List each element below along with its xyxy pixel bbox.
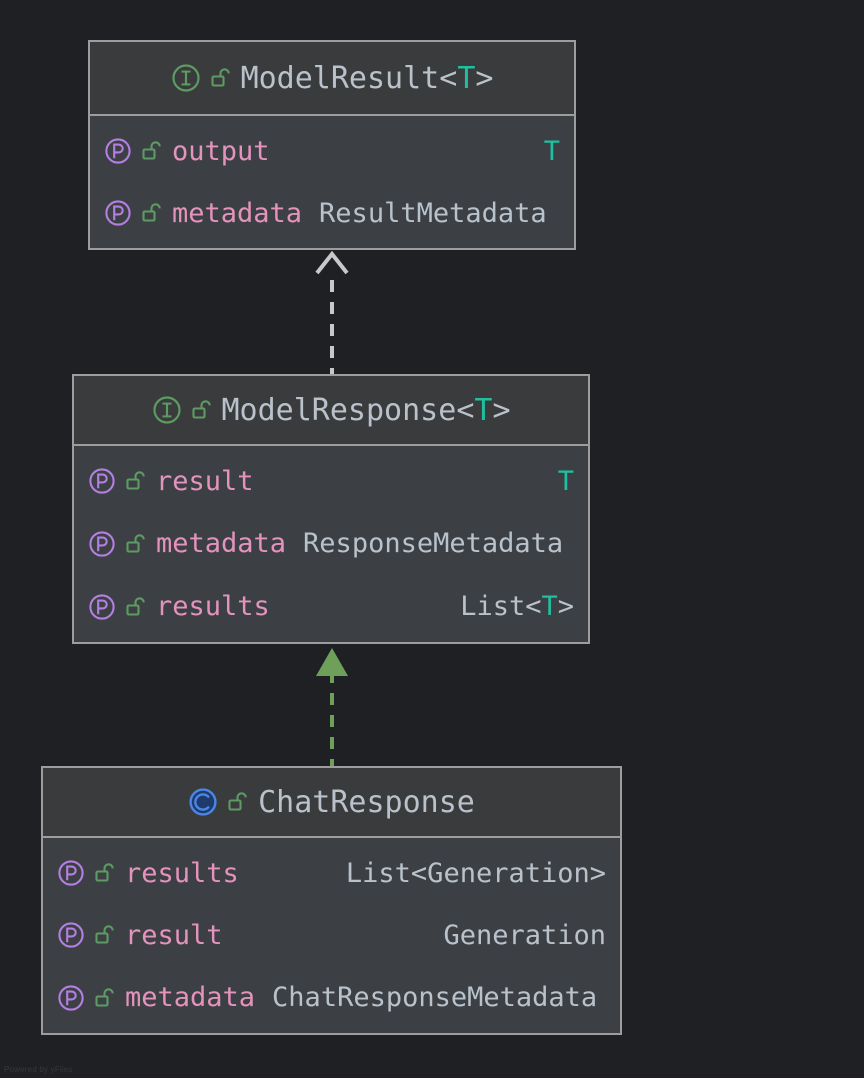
class-members-model-response: result T metadata ResponseMet (74, 446, 588, 642)
generic-open: < (439, 60, 458, 96)
edge-generalization[interactable] (300, 643, 364, 771)
property-icon (88, 530, 116, 558)
class-title-model-response: ModelResponse<T> (222, 393, 511, 428)
member-type: List<Generation> (346, 858, 606, 889)
edge-realization[interactable] (300, 248, 364, 380)
member-type-base: List< (460, 591, 542, 623)
property-icon (57, 921, 85, 949)
unlock-icon (94, 924, 116, 946)
generic-open: < (456, 392, 475, 428)
member-row[interactable]: output T (90, 121, 574, 181)
member-name: result (156, 465, 254, 497)
class-box-model-response[interactable]: ModelResponse<T> result T (72, 374, 590, 644)
member-name: output (172, 135, 270, 167)
unlock-icon (125, 596, 147, 618)
member-row[interactable]: results List<T> (74, 577, 588, 637)
property-icon (104, 199, 132, 227)
type-parameter: T (457, 60, 476, 96)
unlock-icon (94, 862, 116, 884)
member-type: ResponseMetadata (303, 528, 563, 559)
class-members-model-result: output T metadata ResultMetad (90, 116, 574, 248)
member-name: metadata (125, 982, 256, 1014)
member-name: results (156, 591, 270, 623)
member-type-suffix: > (557, 591, 574, 623)
member-row[interactable]: result T (74, 451, 588, 511)
member-type: Generation (443, 920, 606, 951)
solid-arrowhead-icon (316, 648, 348, 676)
member-name: metadata (172, 197, 303, 229)
member-type-base: Generation (443, 919, 606, 951)
unlock-icon (227, 791, 249, 813)
member-row[interactable]: metadata ChatResponseMetadata (43, 968, 620, 1028)
unlock-icon (210, 67, 232, 89)
member-row[interactable]: metadata ResponseMetadata (74, 514, 588, 574)
member-name: result (125, 919, 223, 951)
member-type: T (544, 136, 560, 167)
class-title-chat-response: ChatResponse (258, 785, 475, 820)
unlock-icon (141, 202, 163, 224)
watermark: Powered by yFiles (4, 1065, 73, 1074)
unlock-icon (191, 399, 213, 421)
type-parameter: T (474, 392, 493, 428)
unlock-icon (125, 470, 147, 492)
class-icon (188, 787, 218, 817)
unlock-icon (125, 533, 147, 555)
unlock-icon (141, 140, 163, 162)
member-name: results (125, 857, 239, 889)
member-type-param: T (557, 465, 574, 497)
property-icon (104, 137, 132, 165)
property-icon (88, 593, 116, 621)
member-type-base: ResultMetadata (319, 197, 547, 229)
class-name-text: ModelResult (240, 60, 440, 96)
member-type: T (558, 466, 574, 497)
class-title-model-result: ModelResult<T> (241, 61, 494, 96)
class-box-model-result[interactable]: ModelResult<T> output T (88, 40, 576, 250)
hollow-arrowhead-icon (315, 250, 349, 275)
interface-icon (171, 63, 201, 93)
generic-close: > (492, 392, 511, 428)
member-type-base: ChatResponseMetadata (272, 982, 598, 1014)
unlock-icon (94, 987, 116, 1009)
generic-close: > (475, 60, 494, 96)
class-header-model-result: ModelResult<T> (90, 42, 574, 116)
property-icon (88, 467, 116, 495)
class-box-chat-response[interactable]: ChatResponse results List<G (41, 766, 622, 1035)
class-name-text: ChatResponse (258, 784, 475, 820)
class-header-chat-response: ChatResponse (43, 768, 620, 838)
member-type: List<T> (460, 591, 574, 622)
class-members-chat-response: results List<Generation> result (43, 838, 620, 1033)
class-header-model-response: ModelResponse<T> (74, 376, 588, 446)
member-type: ResultMetadata (319, 198, 547, 229)
member-type-param: T (541, 591, 558, 623)
property-icon (57, 859, 85, 887)
member-row[interactable]: metadata ResultMetadata (90, 183, 574, 243)
member-type: ChatResponseMetadata (272, 982, 597, 1013)
member-row[interactable]: results List<Generation> (43, 843, 620, 903)
interface-icon (152, 395, 182, 425)
class-name-text: ModelResponse (221, 392, 457, 428)
member-row[interactable]: result Generation (43, 905, 620, 965)
member-name: metadata (156, 528, 287, 560)
member-type-base: ResponseMetadata (303, 528, 564, 560)
member-type-base: List<Generation> (345, 857, 606, 889)
property-icon (57, 984, 85, 1012)
member-type-param: T (543, 135, 560, 167)
